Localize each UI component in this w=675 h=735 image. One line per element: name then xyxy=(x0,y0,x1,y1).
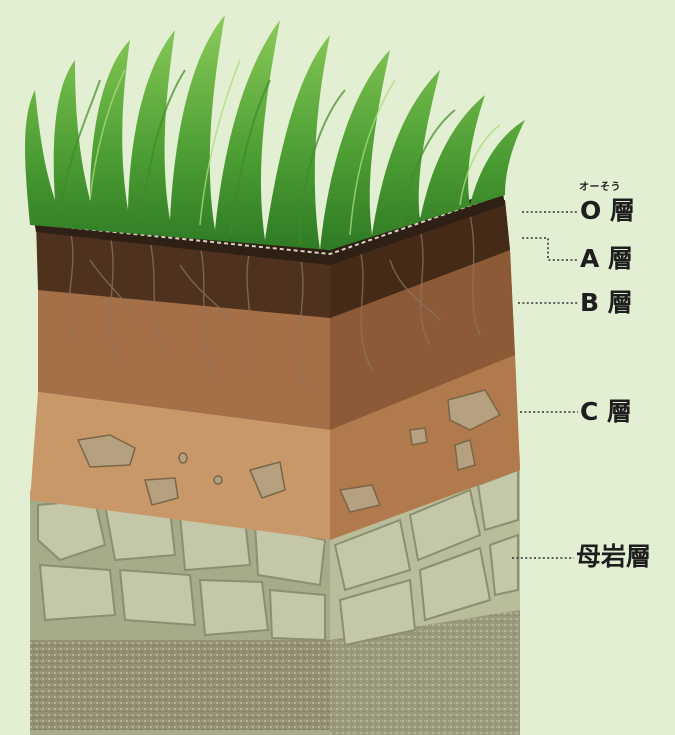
roots xyxy=(68,214,481,391)
o-layer-label: O 層 xyxy=(580,196,635,225)
b-layer xyxy=(38,250,515,430)
a-layer-label: A 層 xyxy=(580,244,634,273)
leader-a xyxy=(522,237,578,261)
leader-lines xyxy=(512,211,578,559)
c-layer xyxy=(30,355,520,540)
b-layer-label: B 層 xyxy=(580,288,633,317)
o-layer-ruby: オーそう xyxy=(579,182,621,193)
bedrock-layer-label: 母岩層 xyxy=(576,542,652,571)
o-layer xyxy=(34,188,505,265)
bedrock-block xyxy=(30,455,520,735)
c-layer-label: C 層 xyxy=(580,397,633,426)
grass xyxy=(25,15,525,250)
